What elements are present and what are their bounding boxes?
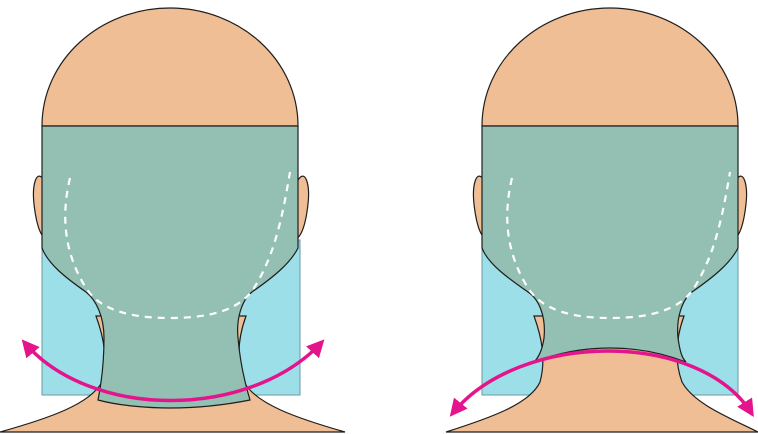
right-panel xyxy=(446,8,758,432)
right-head-top xyxy=(482,8,738,126)
left-panel xyxy=(0,8,345,432)
left-head-top xyxy=(42,8,298,126)
